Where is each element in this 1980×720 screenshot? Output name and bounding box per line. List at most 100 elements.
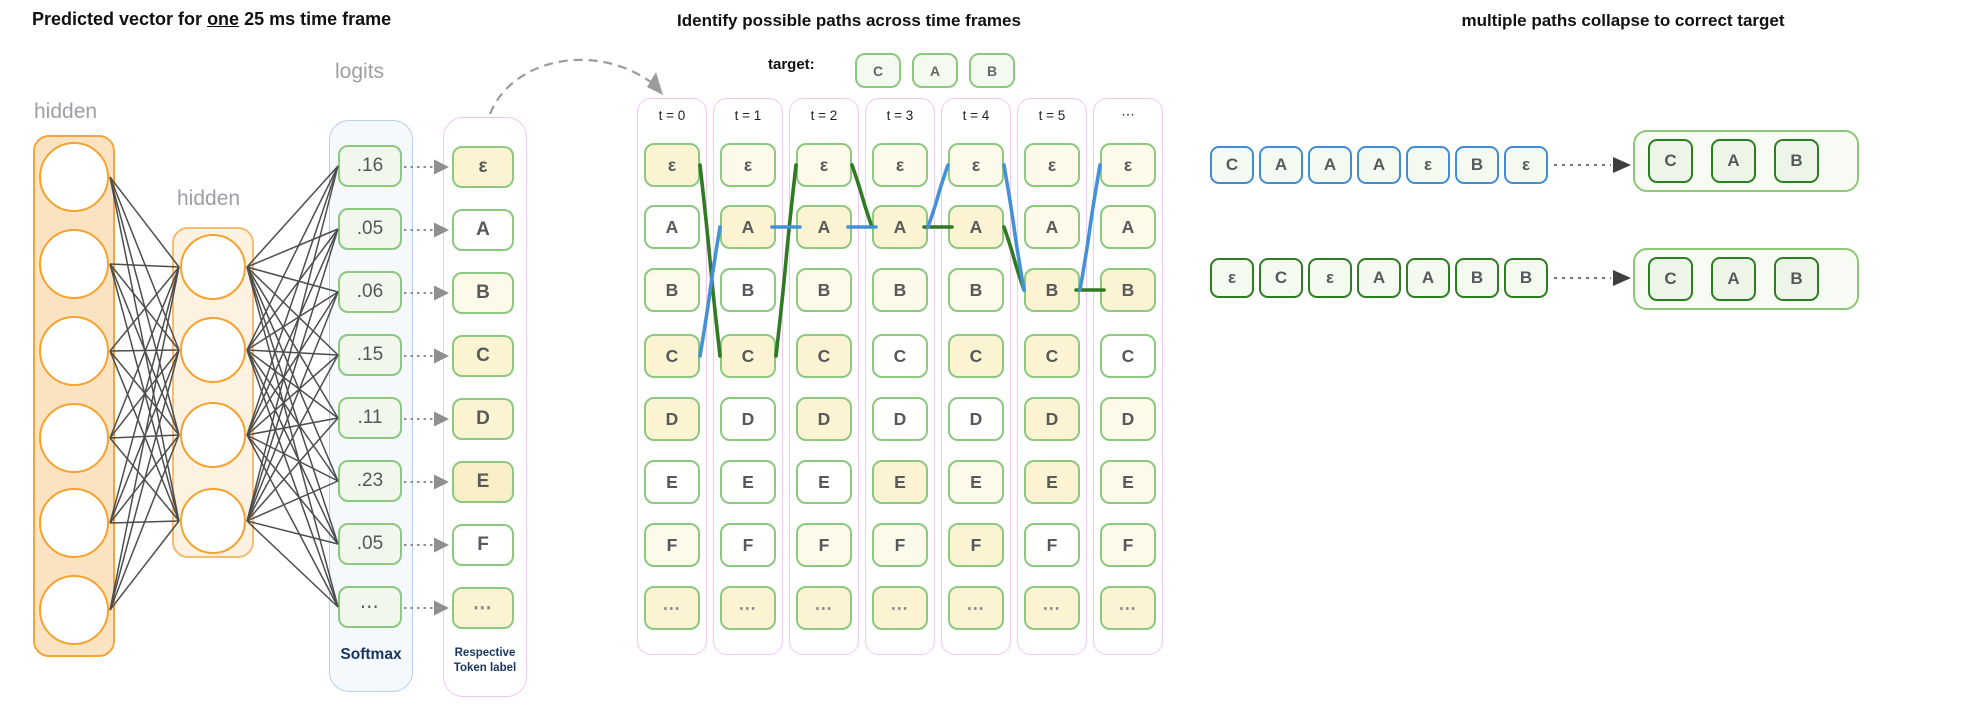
collapse-result-box: B (1774, 257, 1819, 301)
grid-cell: C (1100, 334, 1156, 378)
network-edge (246, 266, 339, 482)
grid-cell: E (720, 460, 776, 504)
network-edge (246, 228, 339, 436)
grid-cell: B (644, 268, 700, 312)
grid-cell: C (1024, 334, 1080, 378)
token-label-box: B (452, 272, 514, 314)
time-column-header: ⋯ (1121, 107, 1135, 122)
network-edge (109, 434, 180, 611)
path-token-box: C (1210, 146, 1254, 184)
logit-box: ⋯ (338, 586, 402, 628)
network-edge (109, 434, 180, 524)
network-edge (109, 176, 180, 522)
collapse-result-box: C (1648, 257, 1693, 301)
logit-box: .05 (338, 208, 402, 250)
network-edge (246, 520, 339, 545)
network-edge (246, 417, 339, 522)
network-edge (109, 349, 180, 611)
path-token-box: ε (1504, 146, 1548, 184)
network-edge (246, 349, 339, 482)
grid-cell: B (1024, 268, 1080, 312)
middle-section-title: Identify possible paths across time fram… (677, 11, 1021, 30)
grid-cell: E (796, 460, 852, 504)
grid-cell: ⋯ (1024, 586, 1080, 630)
grid-cell: F (796, 523, 852, 567)
network-edge (246, 349, 339, 608)
path-token-box: A (1357, 146, 1401, 184)
path-token-box: ε (1210, 258, 1254, 298)
grid-cell: B (872, 268, 928, 312)
left-title-one-underlined: one (207, 9, 240, 29)
network-edge (109, 263, 180, 522)
hidden-unit-circle (180, 234, 246, 300)
grid-cell: ε (644, 143, 700, 187)
grid-cell: D (720, 397, 776, 441)
network-edge (109, 349, 180, 439)
logit-box: .16 (338, 145, 402, 187)
network-edge (109, 263, 180, 268)
grid-cell: E (1024, 460, 1080, 504)
right-section-title: multiple paths collapse to correct targe… (1461, 11, 1785, 30)
path-token-box: C (1259, 258, 1303, 298)
path-token-box: B (1504, 258, 1548, 298)
grid-cell: ε (948, 143, 1004, 187)
grid-cell: D (796, 397, 852, 441)
network-edge (246, 165, 339, 351)
network-edge (109, 266, 180, 524)
grid-cell: A (948, 205, 1004, 249)
respective-label-line: Respective (454, 647, 516, 659)
token-label-box: F (452, 524, 514, 566)
network-edge (109, 350, 180, 522)
logit-box: .06 (338, 271, 402, 313)
network-edge (109, 350, 180, 436)
path-token-box: ε (1308, 258, 1352, 298)
network-edge (246, 354, 339, 436)
network-edge (246, 165, 339, 268)
network-edge (246, 434, 339, 608)
network-edge (246, 349, 339, 419)
softmax-label: Softmax (340, 646, 402, 663)
grid-cell: ⋯ (948, 586, 1004, 630)
network-edge (109, 266, 180, 611)
network-edge (246, 266, 339, 293)
grid-cell: A (796, 205, 852, 249)
grid-cell: ε (1024, 143, 1080, 187)
grid-cell: E (948, 460, 1004, 504)
time-column-header: t = 5 (1038, 107, 1066, 123)
collapse-result-box: B (1774, 139, 1819, 183)
grid-cell: F (1024, 523, 1080, 567)
logit-box: .15 (338, 334, 402, 376)
grid-cell: ⋯ (644, 586, 700, 630)
collapse-result-box: A (1711, 139, 1756, 183)
network-edge (109, 176, 180, 436)
time-column-header: t = 2 (810, 107, 838, 123)
logit-box: .11 (338, 397, 402, 439)
grid-cell: D (872, 397, 928, 441)
path-token-box: A (1259, 146, 1303, 184)
flow-arc-arrow (488, 58, 657, 115)
network-edge (246, 165, 339, 522)
network-edge (246, 266, 339, 419)
path-token-box: ε (1406, 146, 1450, 184)
network-edge (246, 228, 339, 268)
network-edge (246, 165, 339, 436)
network-edge (109, 520, 180, 524)
grid-cell: ε (720, 143, 776, 187)
flow-arc-arrow-head (647, 72, 663, 95)
grid-cell: C (720, 334, 776, 378)
grid-cell: B (1100, 268, 1156, 312)
collapse-arrow-head (1613, 270, 1631, 286)
grid-cell: D (1024, 397, 1080, 441)
network-edge (246, 266, 339, 356)
grid-cell: F (644, 523, 700, 567)
grid-cell: F (720, 523, 776, 567)
grid-cell: C (644, 334, 700, 378)
grid-cell: E (1100, 460, 1156, 504)
network-edge (246, 228, 339, 522)
grid-cell: A (1024, 205, 1080, 249)
target-label: target: (768, 56, 815, 73)
grid-cell: F (1100, 523, 1156, 567)
hidden-layer-1-label: hidden (34, 100, 98, 123)
